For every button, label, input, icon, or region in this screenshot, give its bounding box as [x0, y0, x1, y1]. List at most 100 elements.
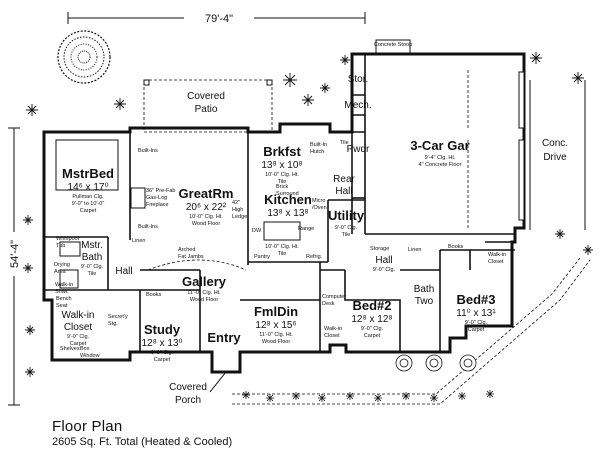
- stoop-label: Concrete Stoop: [374, 42, 412, 48]
- hutch-note-1: Built-In: [310, 142, 327, 148]
- brick-note-2: Surround: [276, 191, 299, 197]
- covered-patio: [143, 79, 273, 133]
- great-rm-note-2: Wood Floor: [192, 221, 220, 227]
- walkin-closet-label-2: Closet: [64, 322, 93, 333]
- bed3-note-1: 9'-0" Clg.: [465, 320, 488, 326]
- great-rm-note-1: 10'-0" Clg. Ht.: [189, 214, 223, 220]
- shelves-note: Shelves: [60, 346, 80, 352]
- garage-note-1: 9'-4" Clg. Ht.: [425, 155, 456, 161]
- mech-label: Mech.: [344, 100, 371, 111]
- garden-shrubs: [395, 354, 477, 372]
- mstr-bath-note-2: Tile: [88, 271, 97, 277]
- mstr-bed-size: 14⁶ x 17⁰: [68, 182, 109, 193]
- walkin-closet-note-2: Carpet: [70, 341, 87, 347]
- linen-note-right: Linen: [408, 247, 421, 253]
- kitchen-note-2: Tile: [278, 251, 287, 257]
- gallery-note-1: 11'-0" Clg. Ht.: [187, 290, 221, 296]
- brkfst-note-1: 10'-0" Clg. Ht.: [265, 172, 299, 178]
- ledge-note-3: Ledge: [232, 214, 247, 220]
- bed3-note-2: Carpet: [468, 327, 485, 333]
- kitchen-label: Kitchen: [264, 192, 312, 207]
- concrete-drive: [529, 80, 586, 230]
- plan-caption: Floor Plan 2605 Sq. Ft. Total (Heated & …: [52, 418, 232, 448]
- plan-title: Floor Plan: [52, 418, 123, 435]
- built-ins-upper: Built-Ins: [138, 148, 158, 154]
- console-desk-note-2: Desk: [322, 301, 335, 307]
- study-label: Study: [144, 322, 181, 337]
- mstr-bed-note-1: Pullman Clg.: [72, 194, 104, 200]
- garden-edging: [232, 259, 591, 405]
- kitchen-size: 13⁸ x 13⁸: [267, 208, 308, 219]
- hall-right-note: 9'-0" Clg.: [373, 267, 396, 273]
- box-window-note-2: Window: [80, 353, 100, 359]
- brkfst-size: 13⁸ x 10⁸: [261, 160, 302, 171]
- shrub-row-top: [23, 52, 593, 377]
- shower: [59, 269, 79, 289]
- hall-right-label: Hall: [375, 255, 392, 266]
- fml-din-note-2: Wood Floor: [262, 339, 290, 345]
- whirlpool-tub: [59, 241, 81, 257]
- bench-note-2: Seat: [56, 303, 68, 309]
- micro-note-1: Micro: [312, 198, 325, 204]
- utility-label: Utility: [328, 208, 365, 223]
- rear-hall-label-2: Hall: [335, 186, 352, 197]
- pantry-note: Pantry: [254, 254, 270, 260]
- pwdr-label: Pwdr: [347, 144, 370, 155]
- storage-note: Storage: [370, 246, 389, 252]
- interior-walls: [44, 54, 515, 352]
- garage-label: 3-Car Gar: [410, 138, 469, 153]
- brkfst-label: Brkfst: [263, 144, 301, 159]
- refrig-note: Refrig.: [306, 254, 323, 260]
- ledge-note-2: High: [232, 207, 243, 213]
- conc-drive-label-2: Drive: [543, 152, 567, 163]
- bench-note-1: Bench: [56, 296, 72, 302]
- secretary-note-1: Secret'y: [108, 314, 128, 320]
- mstr-bath-label-1: Mstr.: [81, 240, 103, 251]
- porch-leader-line: [209, 371, 227, 393]
- bath-two-label-2: Two: [415, 296, 434, 307]
- bed2-note-2: Carpet: [364, 333, 381, 339]
- ledge-note-1: 42": [232, 200, 240, 206]
- plan-subtitle: 2605 Sq. Ft. Total (Heated & Cooled): [52, 436, 233, 448]
- built-ins-lower: Built-Ins: [138, 224, 158, 230]
- bed3-size: 11⁰ x 13¹: [456, 308, 496, 319]
- bed2-label: Bed#2: [352, 298, 391, 313]
- fml-din-label: FmlDin: [254, 304, 298, 319]
- garden-edging-inner: [232, 257, 581, 395]
- garage-doors: [467, 70, 525, 228]
- whirlpool-note-1: Whirlpool: [56, 236, 79, 242]
- fireplace-note-2: Gas-Log: [146, 195, 167, 201]
- width-label: 79'-4": [205, 13, 233, 25]
- tree-canopy: [57, 30, 111, 84]
- bed3-label: Bed#3: [456, 292, 495, 307]
- shower-note-2: Shwr.: [55, 289, 69, 295]
- drying-note-2: Area: [54, 269, 67, 275]
- rear-hall-label-1: Rear: [333, 174, 355, 185]
- garage-note-2: 4" Concrete Floor: [419, 162, 462, 168]
- covered-porch-label-1: Covered: [169, 382, 207, 393]
- books-note-study: Books: [146, 292, 162, 298]
- shower-note-1: Walk-in: [55, 282, 73, 288]
- walkin-small-bed2-1: Walk-in: [324, 326, 342, 332]
- linen-note-left: Linen: [132, 238, 145, 244]
- tile-note: Tile: [340, 140, 349, 146]
- arched-note-2: Fat Jambs: [178, 254, 204, 260]
- fireplace: [130, 187, 146, 209]
- mstr-bed-label: MstrBed: [62, 166, 114, 181]
- mstr-bed-note-3: Carpet: [80, 208, 97, 214]
- mstr-bed-details: [55, 139, 119, 191]
- walkin-closet-label-1: Walk-in: [62, 310, 95, 321]
- covered-porch-label-2: Porch: [175, 395, 201, 406]
- utility-note-1: 9'-0" Clg.: [335, 225, 358, 231]
- hutch-note-2: Hutch: [310, 149, 324, 155]
- study-size: 12⁸ x 13⁰: [141, 338, 182, 349]
- walkin-small-2: Closet: [488, 259, 504, 265]
- console-desk-note-1: Computer: [322, 294, 346, 300]
- whirlpool-note-2: Tub: [56, 243, 65, 249]
- mstr-bed-note-2: 9'-0" to 10'-0": [72, 201, 105, 207]
- study-note-1: 9'-0" Clg.: [151, 350, 174, 356]
- mstr-bath-label-2: Bath: [82, 252, 103, 263]
- fml-din-size: 12⁸ x 15⁶: [255, 320, 296, 331]
- bath-two-label-1: Bath: [414, 284, 435, 295]
- brick-note-1: Brick: [276, 184, 288, 190]
